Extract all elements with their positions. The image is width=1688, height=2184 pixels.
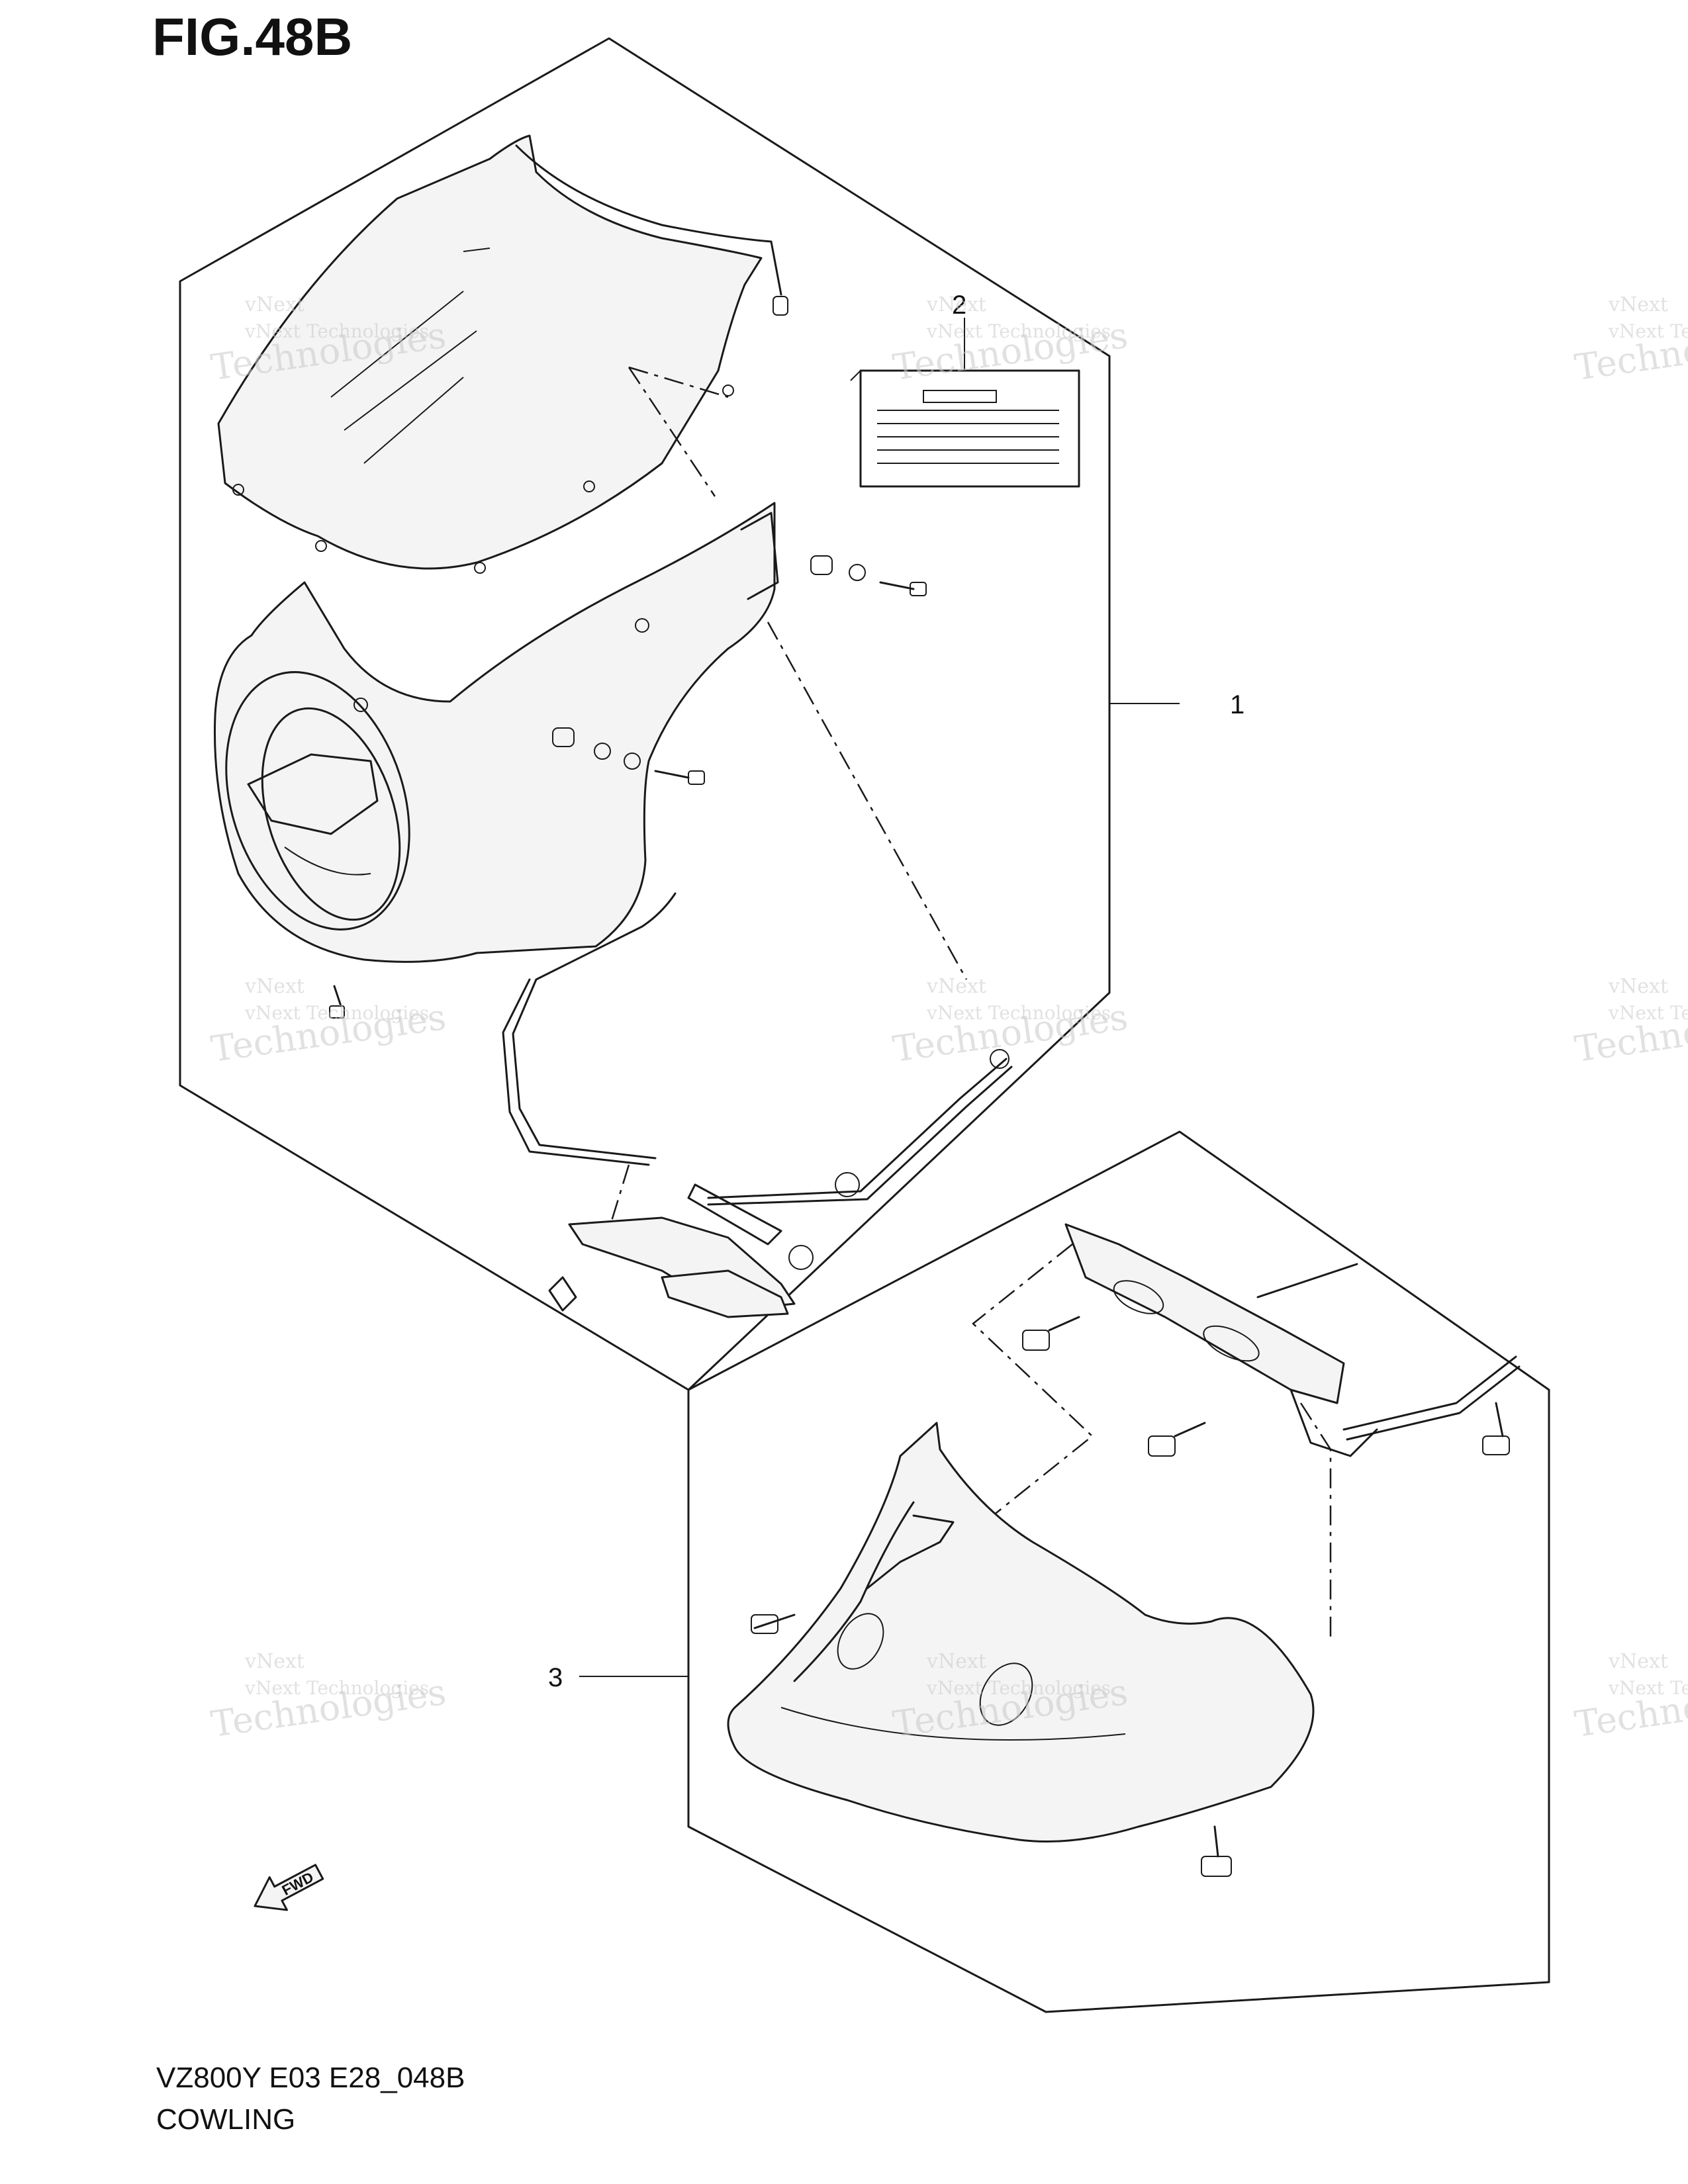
watermark-4: vNext vNext Technologies Technologies — [890, 975, 1131, 1070]
lower-bracket — [1022, 1223, 1521, 1457]
mounting-brackets — [548, 1183, 814, 1318]
svg-text:vNext: vNext — [244, 293, 305, 316]
diagram-name: COWLING — [156, 2103, 296, 2136]
fwd-label: FWD — [279, 1868, 316, 1899]
cowling-stays — [502, 892, 1013, 1206]
svg-text:vNext: vNext — [926, 975, 986, 998]
svg-text:vNext: vNext — [1608, 293, 1668, 316]
windscreen — [217, 134, 788, 574]
callout-1: 1 — [1230, 690, 1244, 719]
svg-text:vNext: vNext — [244, 975, 305, 998]
svg-text:vNext Technologies: vNext Technologies — [1608, 1677, 1688, 1699]
svg-text:vNext Technologies: vNext Technologies — [1608, 320, 1688, 342]
svg-text:vNext: vNext — [926, 293, 986, 316]
forward-arrow: FWD — [254, 1864, 324, 1911]
lower-cowling — [727, 1422, 1315, 1877]
fasteners-upper — [329, 555, 927, 1019]
svg-text:vNext: vNext — [926, 1650, 986, 1673]
caution-label — [850, 369, 1080, 488]
svg-text:vNext Technologies: vNext Technologies — [926, 1002, 1111, 1024]
group-box-lower — [687, 1130, 1550, 2013]
svg-text:vNext Technologies: vNext Technologies — [926, 1677, 1111, 1699]
watermark-3: vNext vNext Technologies Technologies — [209, 975, 449, 1070]
callout-3: 3 — [548, 1663, 563, 1692]
figure-title: FIG.48B — [152, 7, 353, 66]
svg-text:vNext Technologies: vNext Technologies — [244, 1677, 429, 1699]
svg-text:vNext: vNext — [1608, 1650, 1668, 1673]
watermark-2: vNext vNext Technologies Technologies — [890, 293, 1131, 388]
upper-cowling — [213, 502, 779, 963]
svg-text:vNext Technologies: vNext Technologies — [244, 320, 429, 342]
watermark-9: vNext vNext Technologies Technologies — [1572, 1650, 1688, 1745]
svg-text:vNext Technologies: vNext Technologies — [1608, 1002, 1688, 1024]
svg-text:vNext: vNext — [244, 1650, 305, 1673]
watermark-7: vNext vNext Technologies Technologies — [1572, 293, 1688, 388]
svg-text:vNext Technologies: vNext Technologies — [244, 1002, 429, 1024]
svg-text:vNext Technologies: vNext Technologies — [926, 320, 1111, 342]
callout-2: 2 — [952, 291, 966, 320]
svg-text:vNext: vNext — [1608, 975, 1668, 998]
diagram-code: VZ800Y E03 E28_048B — [156, 2062, 465, 2094]
watermark-5: vNext vNext Technologies Technologies — [209, 1650, 449, 1745]
watermark-8: vNext vNext Technologies Technologies — [1572, 975, 1688, 1070]
